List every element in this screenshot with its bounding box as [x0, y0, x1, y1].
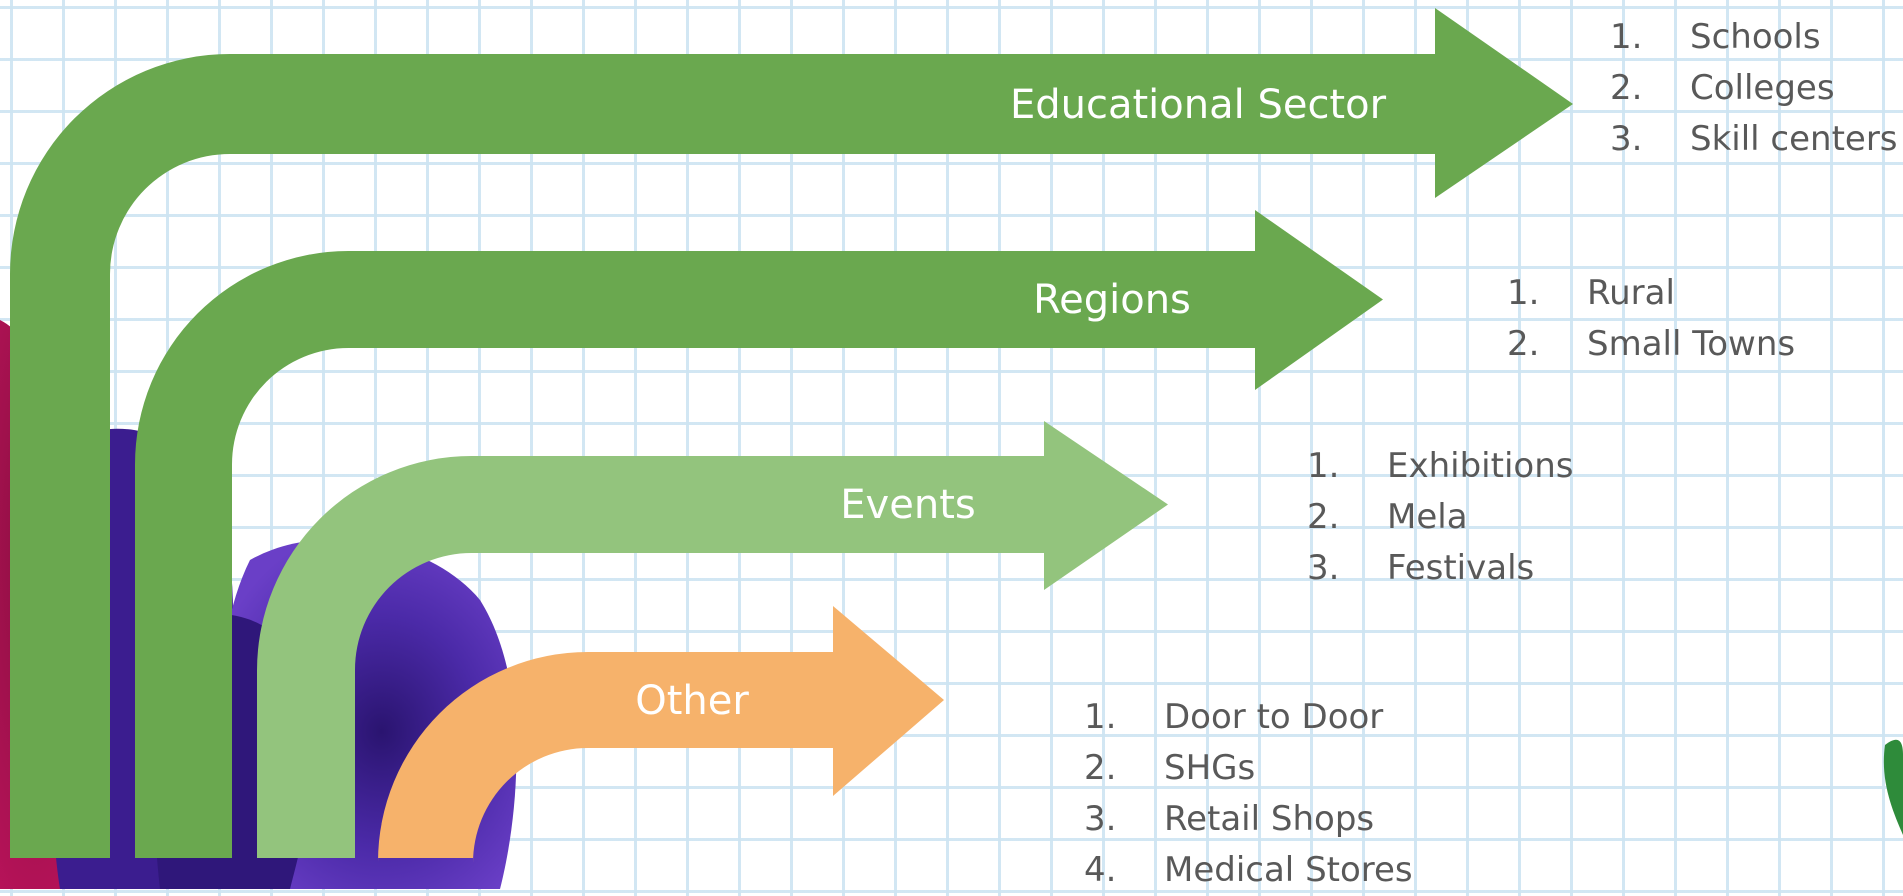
- educational-arrow: [10, 8, 1573, 858]
- list-item: 2.Small Towns: [1507, 324, 1796, 364]
- regions-list: 1.Rural 2.Small Towns: [1507, 268, 1795, 370]
- list-item: 3.Skill centers: [1610, 119, 1898, 159]
- regions-arrow: [135, 210, 1383, 858]
- leaf-shape: [1883, 739, 1903, 835]
- list-item: 1.Rural: [1507, 273, 1675, 313]
- list-item: 3.Retail Shops: [1084, 799, 1375, 839]
- educational-sector-label: Educational Sector: [1009, 82, 1387, 128]
- list-item: 1.Schools: [1610, 17, 1821, 57]
- list-item: 2.SHGs: [1084, 748, 1256, 788]
- other-list: 1.Door to Door 2.SHGs 3.Retail Shops 4.M…: [1084, 692, 1413, 896]
- list-item: 2.Mela: [1307, 497, 1468, 537]
- events-list: 1.Exhibitions 2.Mela 3.Festivals: [1307, 441, 1573, 594]
- other-label: Other: [635, 678, 749, 724]
- list-item: 1.Door to Door: [1084, 697, 1384, 737]
- events-label: Events: [840, 482, 976, 528]
- events-arrow: [257, 421, 1168, 858]
- list-item: 2.Colleges: [1610, 68, 1835, 108]
- list-item: 1.Exhibitions: [1307, 446, 1574, 486]
- list-item: 3.Festivals: [1307, 548, 1535, 588]
- regions-label: Regions: [1033, 277, 1191, 323]
- list-item: 4.Medical Stores: [1084, 850, 1413, 890]
- educational-list: 1.Schools 2.Colleges 3.Skill centers: [1610, 12, 1898, 165]
- other-arrow: [378, 606, 944, 863]
